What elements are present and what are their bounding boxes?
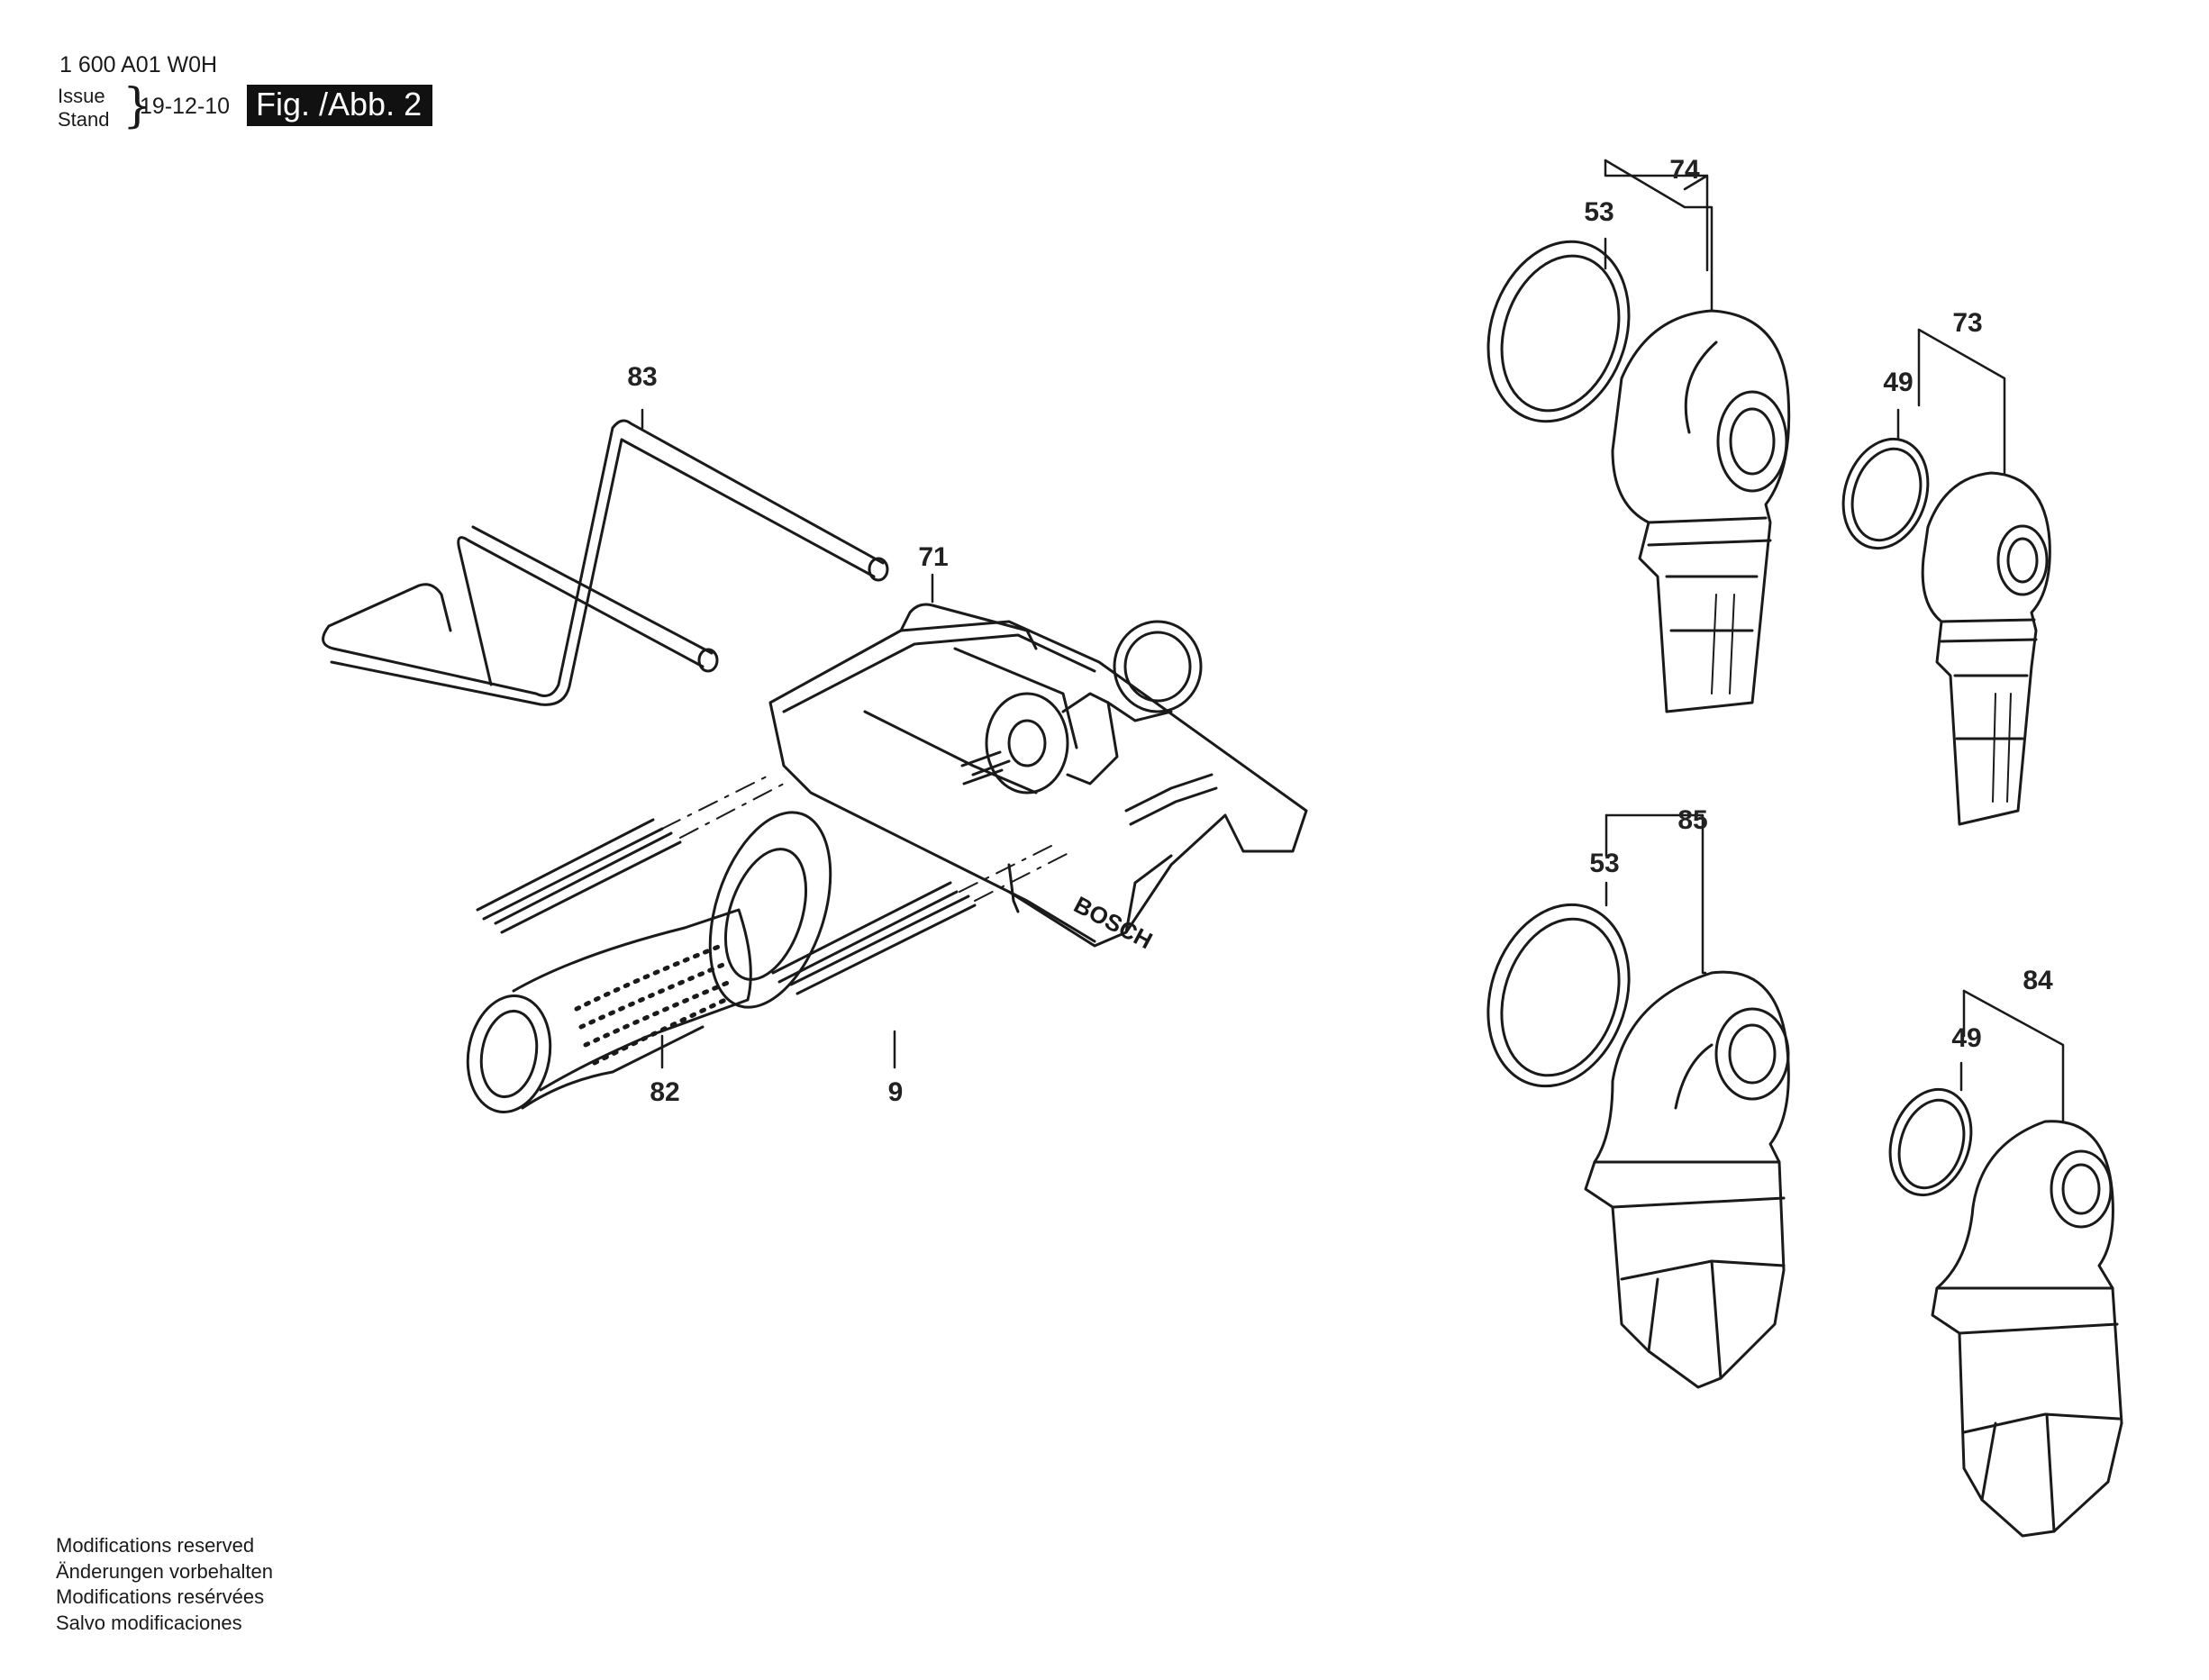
depth-rod-part-83 [322,419,889,706]
notice-line-en: Modifications reserved [56,1534,255,1557]
stand-label: Stand [58,108,110,131]
brace-glyph: } [123,79,153,133]
title-block: 1 600 A01 W0H Issue Stand } 19-12-10 Fig… [0,0,631,153]
document-number: 1 600 A01 W0H [59,52,218,77]
bosch-marking: BOSCH [1069,891,1157,955]
dust-extractor-part-74 [1611,309,1791,713]
dust-extractor-part-84 [1931,1120,2123,1538]
ring-part-49-lower [1888,1087,1973,1197]
callout-85: 85 [1677,805,1707,835]
dust-extractor-part-73 [1921,471,2051,826]
callout-82: 82 [650,1077,679,1107]
issue-label: Issue [58,85,105,107]
aux-handle-part-82 [466,811,832,1113]
ring-part-53-lower [1486,903,1631,1088]
ring-part-49-upper [1841,437,1930,550]
callout-49-lower: 49 [1951,1023,1981,1053]
callout-49-upper: 49 [1883,368,1913,397]
issue-date: 19-12-10 [140,94,231,119]
notice-line-fr: Modifications resérvées [56,1585,265,1608]
modifications-notice: Modifications reserved Änderungen vorbeh… [56,1533,273,1636]
ring-part-53-upper [1486,240,1631,423]
callout-73: 73 [1952,308,1982,338]
figure-label: Fig. /Abb. 2 [247,85,433,126]
callout-9: 9 [888,1077,904,1107]
notice-line-de: Änderungen vorbehalten [56,1559,273,1583]
callout-53-lower: 53 [1589,849,1619,878]
leader-lines [641,159,2065,1123]
callout-71: 71 [918,542,948,572]
callout-84: 84 [2023,966,2053,995]
notice-line-es: Salvo modificaciones [56,1611,242,1634]
dust-extractor-part-85 [1584,970,1790,1389]
guide-frame-part-71 [768,603,1308,948]
callout-74: 74 [1669,155,1700,185]
callout-53-upper: 53 [1584,197,1614,227]
callout-83: 83 [627,362,657,392]
issue-stand-labels: Issue Stand [58,85,139,132]
pins-part-9 [476,774,1073,995]
